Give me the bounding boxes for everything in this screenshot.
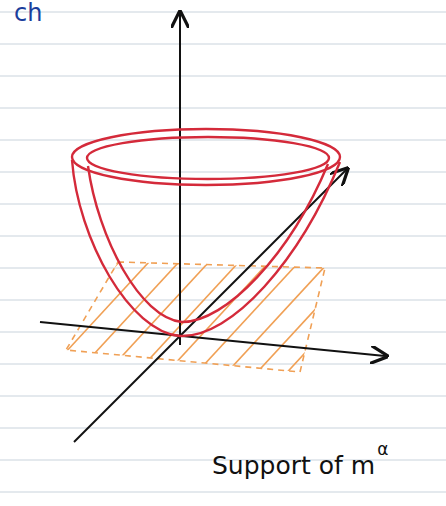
ruled-lines xyxy=(0,12,446,492)
axes xyxy=(40,14,385,442)
support-caption: Support of m xyxy=(212,452,375,480)
paraboloid-bowl xyxy=(72,129,340,336)
note-fragment: ch xyxy=(14,0,42,26)
superscript-alpha: α xyxy=(377,440,388,459)
support-region xyxy=(10,250,400,380)
